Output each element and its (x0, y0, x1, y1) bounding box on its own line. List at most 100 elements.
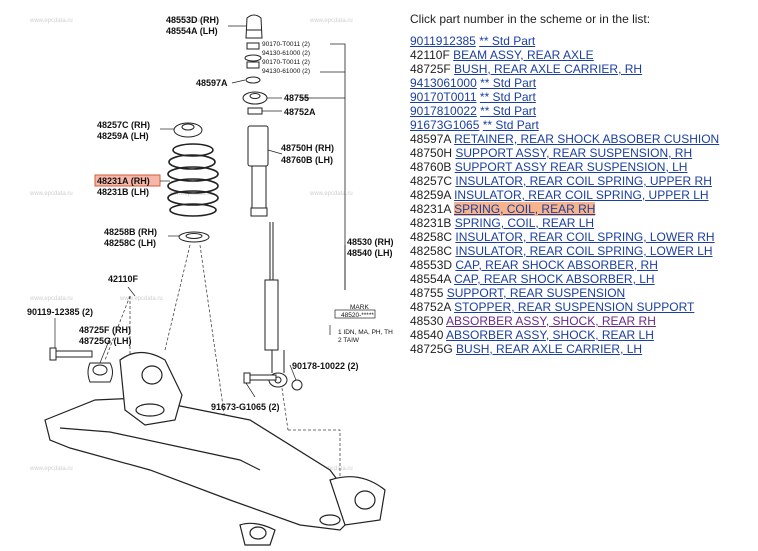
part-row: 48553D CAP, REAR SHOCK ABSORBER, RH (410, 258, 755, 272)
parts-list-panel: Click part number in the scheme or in th… (410, 12, 755, 356)
part-number: 48257C (410, 174, 453, 188)
callout-48258C[interactable]: 48258C (LH) (104, 238, 156, 248)
callout-48725F[interactable]: 48725F (RH) (79, 325, 131, 335)
shock-cap-drawing (245, 14, 263, 39)
watermark: www.epcdata.ru (29, 466, 73, 472)
part-link[interactable]: BUSH, REAR AXLE CARRIER, RH (454, 62, 643, 76)
part-number: 48554A (410, 272, 451, 286)
callout-48750H[interactable]: 48750H (RH) (281, 143, 334, 153)
mark-note-1: 1 IDN, MA, PH, TH (338, 329, 393, 336)
mark-legend: MARK 48520-***** 1 IDN, MA, PH, TH 2 TAI… (329, 304, 393, 344)
callout-90119-12385[interactable]: 90119-12385 (2) (27, 307, 93, 317)
mark-note-2: 2 TAIW (338, 337, 360, 344)
part-link[interactable]: BUSH, REAR AXLE CARRIER, LH (456, 342, 643, 356)
part-link[interactable]: BEAM ASSY, REAR AXLE (453, 48, 594, 62)
part-link[interactable]: CAP, REAR SHOCK ABSORBER, LH (454, 272, 655, 286)
instruction-text: Click part number in the scheme or in th… (410, 12, 651, 26)
callout-48258B[interactable]: 48258B (RH) (104, 227, 157, 237)
callout-48231B[interactable]: 48231B (LH) (97, 187, 149, 197)
callout-48755[interactable]: 48755 (284, 93, 309, 103)
scheme-drawing: www.epcdata.ru www.epcdata.ru www.epcdat… (27, 14, 394, 546)
part-number: 48540 (410, 328, 444, 342)
shock-bolt-drawing (243, 372, 303, 391)
part-row: 48231B SPRING, COIL, REAR LH (410, 216, 755, 230)
part-row: 48725F BUSH, REAR AXLE CARRIER, RH (410, 62, 755, 76)
part-row: 48231A SPRING, COIL, REAR RH (410, 202, 755, 216)
callout-48540[interactable]: 48540 (LH) (347, 248, 393, 258)
callout-90170-T0011-a[interactable]: 90170-T0011 (2) (262, 41, 310, 48)
part-row: 48597A RETAINER, REAR SHOCK ABSOBER CUSH… (410, 132, 755, 146)
callout-48257C[interactable]: 48257C (RH) (97, 120, 150, 130)
part-number: 48231A (410, 202, 451, 216)
part-link[interactable]: 9413061000 (410, 76, 477, 90)
mark-box (334, 309, 376, 319)
part-link[interactable]: SUPPORT, REAR SUSPENSION (446, 286, 626, 300)
callout-highlight (94, 174, 161, 187)
callout-42110F[interactable]: 42110F (108, 274, 139, 284)
part-number: 48725F (410, 62, 451, 76)
part-link[interactable]: INSULATOR, REAR COIL SPRING, LOWER RH (455, 230, 715, 244)
callout-48725G[interactable]: 48725G (LH) (79, 336, 132, 346)
part-link[interactable]: 9017810022 (410, 104, 477, 118)
shock-absorber-drawing (247, 125, 288, 388)
part-link[interactable]: 90170T0011 (410, 90, 477, 104)
part-link[interactable]: SPRING, COIL, REAR LH (454, 216, 595, 230)
axle-bolt-drawing (49, 347, 113, 383)
part-row: 48540 ABSORBER ASSY, SHOCK, REAR LH (410, 328, 755, 342)
part-link[interactable]: INSULATOR, REAR COIL SPRING, UPPER RH (455, 174, 712, 188)
bracket-lines (300, 43, 346, 290)
part-row: 48259A INSULATOR, REAR COIL SPRING, UPPE… (410, 188, 755, 202)
callout-90170-T0011-b[interactable]: 90170-T0011 (2) (262, 59, 310, 66)
part-link[interactable]: CAP, REAR SHOCK ABSORBER, RH (455, 258, 658, 272)
part-link[interactable]: 9011912385 (410, 34, 476, 48)
part-link-desc[interactable]: ** Std Part (482, 118, 539, 132)
mark-title: MARK (350, 304, 369, 311)
callout-94130-61000-b[interactable]: 94130-61000 (2) (262, 68, 310, 75)
part-row: 9413061000 ** Std Part (410, 76, 755, 90)
part-link-desc[interactable]: ** Std Part (479, 34, 536, 48)
callout-48760B[interactable]: 48760B (LH) (281, 155, 333, 165)
part-row: 90170T0011 ** Std Part (410, 90, 755, 104)
part-link[interactable]: ABSORBER ASSY, SHOCK, REAR LH (446, 328, 654, 342)
part-link[interactable]: 91673G1065 (410, 118, 480, 132)
watermark: www.epcdata.ru (29, 296, 73, 302)
callout-48231A[interactable]: 48231A (RH) (97, 176, 150, 186)
mark-code: 48520-***** (341, 312, 374, 319)
part-row: 48750H SUPPORT ASSY, REAR SUSPENSION, RH (410, 146, 755, 160)
callout-48752A[interactable]: 48752A (284, 107, 316, 117)
callout-94130-61000-a[interactable]: 94130-61000 (2) (262, 50, 310, 57)
part-number: 48760B (410, 160, 452, 174)
part-link[interactable]: SUPPORT ASSY, REAR SUSPENSION, RH (455, 146, 693, 160)
callout-48554A[interactable]: 48554A (LH) (166, 26, 218, 36)
callout-labels: 48553D (RH) 48554A (LH) 90170-T0011 (2) … (27, 15, 394, 412)
part-row: 9011912385 ** Std Part (410, 34, 755, 48)
part-row: 42110F BEAM ASSY, REAR AXLE (410, 48, 755, 62)
part-link-desc[interactable]: ** Std Part (479, 90, 536, 104)
part-row: 91673G1065 ** Std Part (410, 118, 755, 132)
callout-48259A[interactable]: 48259A (LH) (97, 131, 149, 141)
part-link[interactable]: SPRING, COIL, REAR RH (454, 202, 596, 216)
watermark: www.epcdata.ru (309, 466, 353, 472)
part-number: 48530 (410, 314, 444, 328)
callout-48530[interactable]: 48530 (RH) (347, 237, 394, 247)
part-link[interactable]: INSULATOR, REAR COIL SPRING, UPPER LH (454, 188, 709, 202)
part-link[interactable]: ABSORBER ASSY, SHOCK, REAR RH (446, 314, 656, 328)
part-link-desc[interactable]: ** Std Part (480, 76, 537, 90)
callout-90178-10022[interactable]: 90178-10022 (2) (292, 361, 359, 371)
part-number: 48259A (410, 188, 451, 202)
part-link[interactable]: SUPPORT ASSY REAR SUSPENSION, LH (454, 160, 688, 174)
part-link[interactable]: RETAINER, REAR SHOCK ABSOBER CUSHION (454, 132, 720, 146)
part-link[interactable]: INSULATOR, REAR COIL SPRING, LOWER LH (455, 244, 713, 258)
part-link[interactable]: STOPPER, REAR SUSPENSION SUPPORT (454, 300, 695, 314)
part-number: 48597A (410, 132, 451, 146)
coil-spring-drawing (167, 143, 219, 217)
part-number: 48725G (410, 342, 453, 356)
top-nuts-drawing (242, 42, 268, 115)
part-link-desc[interactable]: ** Std Part (480, 104, 537, 118)
callout-48597A[interactable]: 48597A (196, 78, 228, 88)
part-row: 48755 SUPPORT, REAR SUSPENSION (410, 286, 755, 300)
watermark: www.epcdata.ru (29, 18, 73, 24)
callout-48553D[interactable]: 48553D (RH) (166, 15, 219, 25)
callout-91673-G1065[interactable]: 91673-G1065 (2) (211, 402, 280, 412)
